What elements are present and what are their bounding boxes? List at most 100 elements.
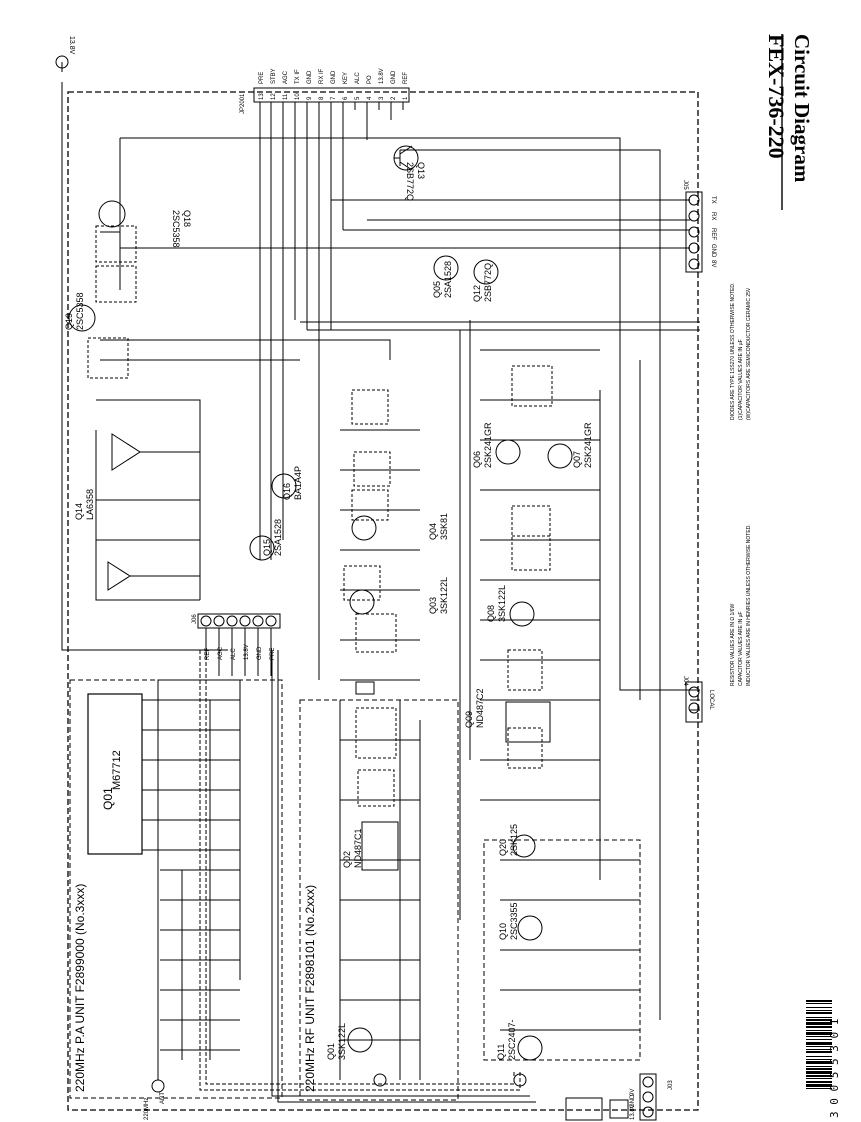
j06-pin-label: 13.8V [244,644,250,660]
barcode-bar [806,1036,832,1037]
note-line: RESISTOR VALUES ARE IN Ω 1/6W [730,604,736,686]
main-connector-pin-label: GND [307,70,313,84]
pa-module-box [87,693,143,855]
q18-symbol [98,200,126,228]
j03-connector [639,1073,657,1121]
q03-symbol [349,589,375,615]
j04-connector [685,681,703,723]
barcode-bar [806,1000,832,1002]
j05-connector [685,191,703,273]
transistor-ref: Q13 [416,162,426,179]
barcode-bar [806,1019,832,1021]
transistor-part: 2SK241GR [583,422,593,468]
main-connector-pin-number: 12 [271,93,277,100]
j05-pin-label: TX [710,196,716,204]
transistor-part: ND487C2 [475,688,485,728]
barcode-bar [806,1088,832,1089]
transistor-part: BA1A4P [293,466,303,500]
barcode-bar [806,1061,832,1064]
note-line: (W)CAPACITORS ARE SEMICONDUCTOR CERAMIC … [746,287,752,420]
j06-ref: J06 [192,614,198,624]
transistor-ref: Q18 [182,210,192,227]
main-connector-pin-number: 9 [307,96,313,100]
barcode-bar [806,1032,832,1035]
transistor-ref: Q05 [432,281,442,298]
barcode-bar [806,1068,832,1070]
main-connector-pin-number: 3 [379,96,385,100]
main-connector-pin-number: 10 [295,93,301,100]
barcode-bar [806,1003,832,1004]
barcode-bar [806,1017,832,1018]
q20-symbol [512,834,536,858]
j04-ref: J04 [682,676,688,686]
j05-pin-label: 8V [710,260,716,267]
barcode-text: 3 0 0 5 5 3 0 1 [828,1019,841,1118]
j03-pin-label: GND [630,1094,636,1108]
q19-symbol [68,304,96,332]
transistor-ref: Q02 [342,851,352,868]
main-connector-pin-label: ALC [355,72,361,84]
transistor-part: ND487C1 [353,828,363,868]
transistor-part: 2SC5358 [171,210,181,248]
barcode-bar [806,1022,832,1025]
main-connector-pin-label: GND [331,70,337,84]
transistor-ref: Q16 [282,483,292,500]
j06-pin-label: GND [257,646,263,660]
barcode-bar [806,1051,832,1053]
q07-symbol [547,443,573,469]
j05-ref: J05 [682,180,688,190]
barcode-bar [806,1007,832,1008]
barcode-bar [806,1030,832,1031]
main-connector-pin-label: STBY [271,68,277,84]
q04-symbol [351,515,377,541]
bus-lines [259,102,404,680]
j05-pin-label: GND [710,244,716,258]
barcode-bar [806,1084,832,1087]
main-connector-ref: JP2001 [240,93,246,114]
diagram-model-title: FEX-736-220 [764,34,789,159]
q14-opamp-lower [107,561,131,591]
note-line: (1)CAPACITOR VALUES ARE IN μF [738,339,744,420]
main-connector-pin-number: 5 [355,96,361,100]
q14-opamp-upper [111,433,141,471]
pa-module-ref: Q01 [101,787,115,810]
barcode-bar [806,1071,832,1074]
q06-symbol [495,439,521,465]
transistor-part: 2SK125 [509,824,519,856]
main-connector-pin-label: PRE [259,72,265,84]
transistor-part: 3SK122L [439,577,449,614]
barcode-bar [806,1026,832,1028]
note-line: DIODES ARE TYPE 1SS270 UNLESS OTHERWISE … [730,283,736,420]
q05-symbol [433,255,459,281]
main-connector-pin-label: AGC [283,70,289,84]
transistor-ref: Q07 [572,451,582,468]
note-line: INDUCTOR VALUES ARE IN HENRIES UNLESS OT… [746,524,752,686]
j06-connector [197,613,281,629]
main-connector-pin-label: 13.8V [379,68,385,84]
main-connector-pin-number: 8 [319,96,325,100]
ant-label: ANT [160,1092,166,1104]
j03-pin-label: 9V [630,1089,636,1096]
transistor-part: 2SC5358 [75,292,85,330]
q16-symbol [271,473,297,499]
transistor-part: 2SK241GR [483,422,493,468]
transistor-ref: Q19 [64,313,74,330]
main-connector-pin-number: 1 [403,96,409,100]
transistor-part: 2SB772Q [483,263,493,302]
barcode-bar [806,1012,832,1014]
pa-unit-boundary [69,679,283,1099]
j03-pin-label: 13.8V [630,1104,636,1120]
main-connector-pin-number: 13 [259,93,265,100]
transistor-ref: Q06 [472,451,482,468]
j03-ref: J03 [668,1080,674,1090]
j05-pin-label: RX [710,212,716,220]
barcode-bar [806,1059,832,1060]
transistor-ref: Q20 [498,839,508,856]
main-connector-pin-label: REF [403,72,409,84]
barcode-bar [806,1066,832,1067]
main-connector-pin-number: 7 [331,96,337,100]
